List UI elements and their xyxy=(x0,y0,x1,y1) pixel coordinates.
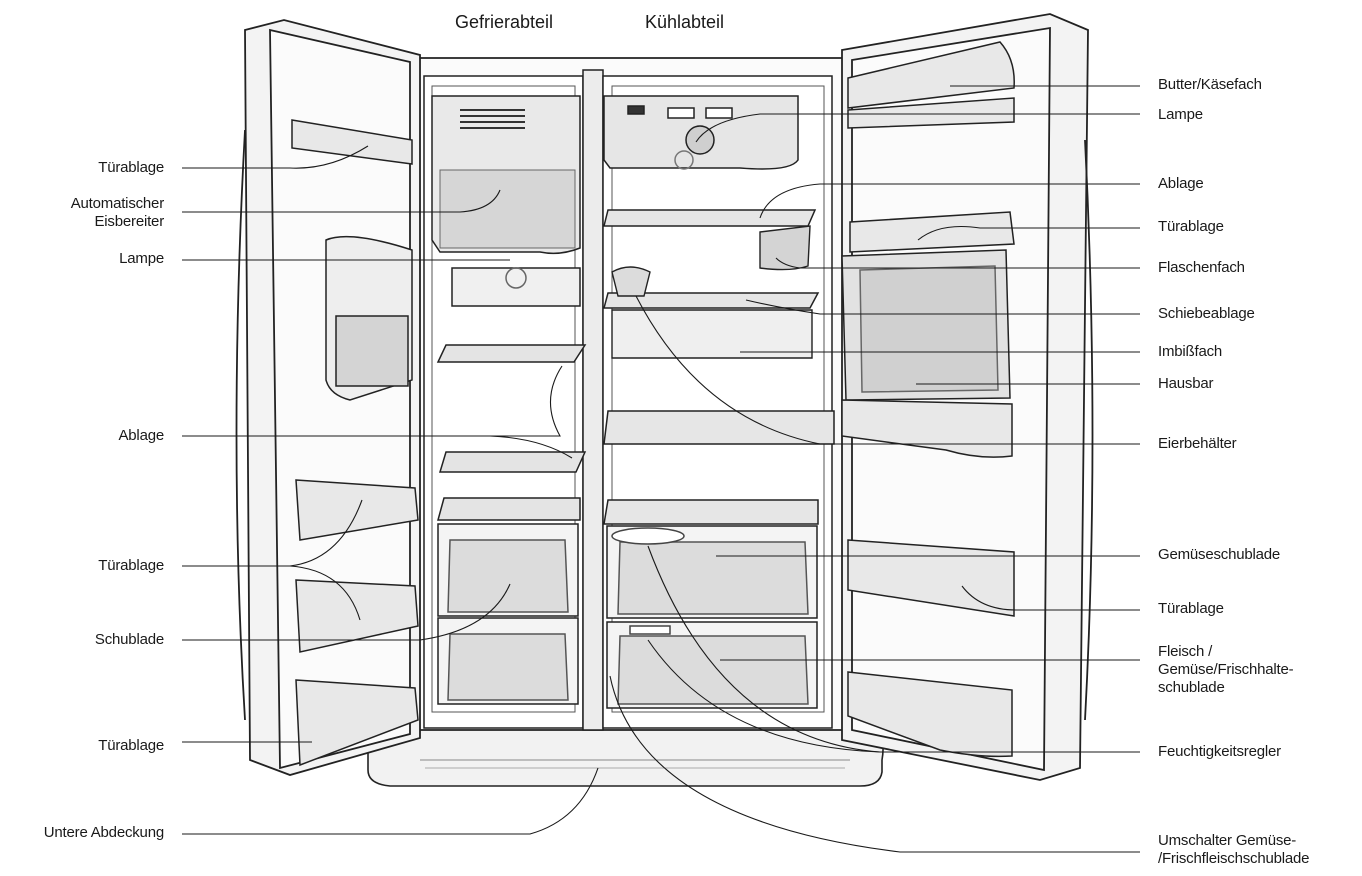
label-fridge-shelf: Ablage xyxy=(1158,175,1204,192)
ice-maker-shape xyxy=(431,95,581,255)
label-door-shelf-1: Türablage xyxy=(1158,218,1224,235)
snack-compartment-shape xyxy=(611,309,813,359)
freezer-lamp-shape xyxy=(451,267,581,307)
fridge-lamp-shape xyxy=(603,95,799,170)
label-lower-cover: Untere Abdeckung xyxy=(43,824,164,841)
label-fridge-lamp: Lampe xyxy=(1158,106,1203,123)
label-freezer-lamp: Lampe xyxy=(119,250,164,267)
label-drawer: Schublade xyxy=(94,631,164,648)
leader-lines-left xyxy=(182,145,599,835)
label-butter-cheese: Butter/Käsefach xyxy=(1158,76,1262,93)
right-door-shelves-shape xyxy=(841,41,1015,758)
freezer-header: Gefrierabteil xyxy=(455,12,554,32)
lower-cover-shape xyxy=(367,721,884,787)
divider-shape xyxy=(582,69,604,731)
label-door-shelf-2: Türablage xyxy=(1158,600,1224,617)
fridge-drawers-shape xyxy=(606,525,818,709)
label-door-shelf-bottom: Türablage xyxy=(98,737,164,754)
label-door-shelf-mid: Türablage xyxy=(98,557,164,574)
fridge-header: Kühlabteil xyxy=(645,12,725,32)
label-door-shelf-top: Türablage xyxy=(98,159,164,176)
label-bottle-holder: Flaschenfach xyxy=(1158,259,1245,276)
label-vegetable-drawer: Gemüseschublade xyxy=(1158,546,1281,563)
label-freezer-shelf: Ablage xyxy=(118,427,164,444)
left-door-shelves-shape xyxy=(291,119,419,767)
bottle-holder-shape xyxy=(759,225,811,271)
label-sliding-shelf: Schiebeablage xyxy=(1158,305,1255,322)
egg-container-shape xyxy=(611,266,651,297)
freezer-drawers-shape xyxy=(437,523,579,705)
label-ice-maker: Automatischer Eisbereiter xyxy=(70,195,164,230)
freezer-shelves-shape xyxy=(436,344,587,521)
leader-lines-right xyxy=(609,85,1140,853)
label-humidity-control: Feuchtigkeitsregler xyxy=(1158,743,1281,760)
label-drawer-switch: Umschalter Gemüse- /Frischfleischschubla… xyxy=(1158,832,1310,867)
label-egg-container: Eierbehälter xyxy=(1158,435,1237,452)
label-meat-veg-drawer: Fleisch / Gemüse/Frischhalte- schublade xyxy=(1158,643,1294,696)
label-snack-compartment: Imbißfach xyxy=(1158,343,1223,360)
label-home-bar: Hausbar xyxy=(1158,375,1214,392)
fridge-shelves-shape xyxy=(603,209,835,525)
